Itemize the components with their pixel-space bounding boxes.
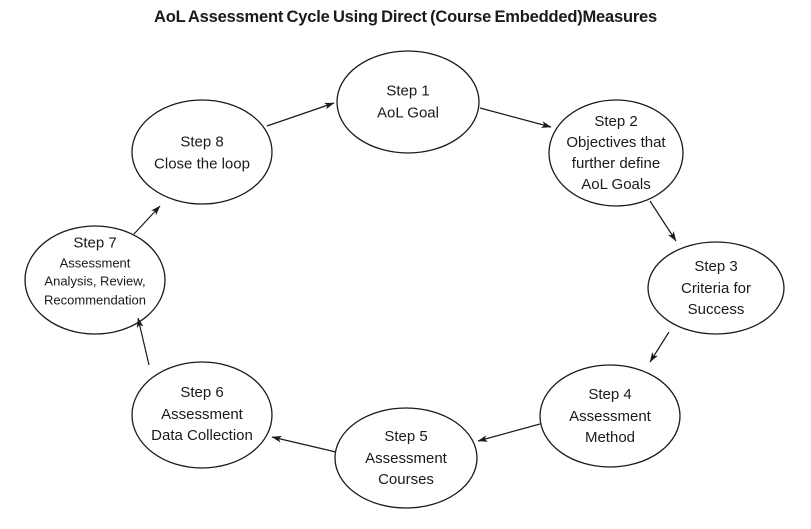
step-1-line: AoL Goal — [377, 104, 439, 121]
step-3-label: Step 3 Criteria for Success — [636, 256, 796, 321]
arrow-step5-to-step6 — [271, 435, 337, 453]
step-8-line: Close the loop — [154, 155, 250, 172]
step-3-ellipse — [647, 241, 785, 335]
step-1-ellipse — [336, 50, 480, 154]
step-4-title: Step 4 — [588, 385, 632, 403]
arrow-step2-to-step3 — [649, 200, 677, 242]
arrow-step8-to-step1 — [266, 102, 335, 127]
arrow-step1-to-step2 — [479, 107, 552, 128]
step-8-label: Step 8 Close the loop — [122, 132, 282, 175]
step-2-title: Step 2 — [594, 113, 638, 130]
step-4-label: Step 4 Assessment Method — [530, 384, 690, 449]
step-2-ellipse — [548, 99, 684, 207]
step-4-ellipse — [539, 364, 681, 468]
step-8-title: Step 8 — [180, 133, 224, 151]
step-5-line: Assessment — [365, 449, 447, 467]
step-2-label: Step 2 Objectives that further define Ao… — [536, 111, 696, 195]
step-3-line: Success — [687, 300, 745, 318]
step-2-line: Objectives that — [566, 134, 666, 151]
step-7-ellipse — [24, 225, 166, 335]
step-5-title: Step 5 — [384, 427, 428, 445]
step-5-line: Courses — [378, 470, 434, 488]
step-7-line: Analysis, Review, — [44, 273, 146, 289]
step-3-line: Criteria for — [680, 279, 751, 297]
arrow-step6-to-step7 — [136, 317, 150, 366]
arrow-step4-to-step5 — [477, 423, 541, 442]
step-7-title: Step 7 — [73, 234, 117, 252]
arrow-step3-to-step4 — [649, 331, 670, 363]
step-6-label: Step 6 Assessment Data Collection — [122, 382, 282, 447]
step-7-line: Recommendation — [44, 292, 146, 307]
step-2-line: further define — [571, 155, 661, 172]
step-6-line: Data Collection — [151, 426, 253, 444]
step-5-label: Step 5 Assessment Courses — [326, 426, 486, 491]
step-6-line: Assessment — [161, 405, 243, 423]
diagram-title: AoL Assessment Cycle Using Direct (Cours… — [153, 8, 658, 26]
step-8-ellipse — [131, 99, 273, 205]
step-5-ellipse — [334, 407, 478, 509]
step-7-label: Step 7 Assessment Analysis, Review, Reco… — [15, 233, 175, 310]
arrow-step7-to-step8 — [133, 205, 161, 235]
step-1-title: Step 1 — [386, 82, 430, 100]
step-7-line: Assessment — [59, 255, 131, 270]
step-6-title: Step 6 — [180, 383, 224, 401]
step-4-line: Assessment — [569, 407, 651, 425]
step-1-label: Step 1 AoL Goal — [328, 81, 488, 124]
step-6-ellipse — [131, 361, 273, 469]
step-4-line: Method — [584, 428, 636, 446]
step-2-line: AoL Goals — [581, 176, 651, 193]
step-3-title: Step 3 — [694, 257, 738, 275]
